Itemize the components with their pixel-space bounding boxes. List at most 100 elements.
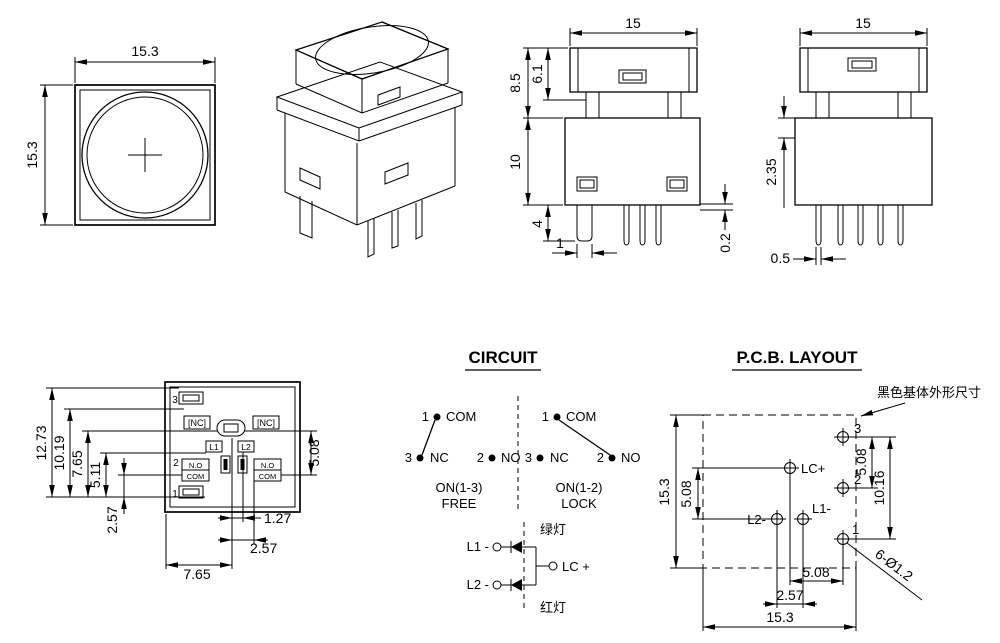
pcb-dim-15-3-bottom: 15.3	[766, 609, 793, 625]
button-front-circle	[81, 91, 209, 219]
pcb-dim-10-16: 10.16	[871, 470, 887, 505]
pcb-body-outline	[702, 414, 857, 569]
pcb-pad-1: 1	[834, 522, 859, 548]
pcb-pad-lc: LC+	[781, 459, 825, 477]
front-dim-width: 15.3	[131, 43, 158, 59]
lock-com: COM	[566, 409, 596, 424]
free-pin1: 1	[422, 409, 429, 424]
pcb-dim-2-57: 2.57	[776, 587, 803, 603]
side-b-keycap	[799, 47, 928, 93]
terminal-pin1: 1	[172, 485, 204, 500]
side-view-b: 15 2.35	[763, 15, 933, 266]
button-front-inner-frame	[79, 89, 211, 221]
circuit-section: CIRCUIT 1 COM 3 NC 2 NO ON(1-3) FREE 1 C…	[405, 348, 641, 615]
no-right-label: N.O	[261, 461, 275, 470]
nc-left-label: [NC]	[188, 418, 206, 428]
pcb-dim-5-08-left: 5.08	[678, 480, 694, 507]
side-a-dimensions-left: 8.5 6.1 10 4	[507, 47, 586, 242]
free-nc: NC	[430, 450, 449, 465]
terminal-pin3: 3	[172, 391, 204, 406]
circuit-title: CIRCUIT	[469, 348, 539, 367]
dim-1-27: 1.27	[264, 510, 291, 526]
side-view-a: 15	[507, 15, 733, 258]
com-left-label: COM	[187, 472, 205, 481]
pad2-number: 2	[854, 472, 861, 487]
l1-pad-label: L1-	[812, 501, 831, 516]
led-red-diode	[511, 579, 522, 591]
green-lamp-label: 绿灯	[540, 522, 566, 537]
side-a-dim-0-2: 0.2	[717, 233, 733, 253]
side-b-dim-0-5: 0.5	[771, 250, 791, 266]
front-view-dimensions: 15.3 15.3	[24, 43, 216, 226]
side-a-keycap	[569, 47, 698, 93]
pins-3d	[299, 196, 423, 258]
led-green-diode	[511, 541, 522, 553]
free-state: FREE	[442, 496, 477, 511]
no-left-label: N.O	[189, 461, 203, 470]
lock-mode: ON(1-2)	[556, 480, 603, 495]
led-lc-label: LC +	[562, 559, 590, 574]
circuit-free: 1 COM 3 NC 2 NO ON(1-3) FREE	[405, 409, 521, 511]
side-a-dim-pin-offset: 1	[552, 235, 617, 258]
lock-pin1: 1	[542, 409, 549, 424]
free-com: COM	[446, 409, 476, 424]
lock-pin3: 3	[525, 450, 532, 465]
no-com-terminal-right: N.O COM	[253, 458, 282, 482]
lock-nc: NC	[550, 450, 569, 465]
free-pin2: 2	[477, 450, 484, 465]
l1-terminal: L1	[205, 440, 223, 453]
l2-label: L2	[241, 442, 251, 452]
nc-terminal-left: [NC]	[183, 415, 211, 430]
dim-2-57-left: 2.57	[104, 506, 120, 533]
side-a-pins	[576, 205, 662, 246]
center-cross	[128, 138, 162, 172]
pcb-layout-section: P.C.B. LAYOUT 黑色基体外形尺寸 3 2 1 LC+	[656, 348, 981, 631]
pcb-dimensions-bottom: 5.08 2.57 15.3	[702, 477, 857, 631]
pcb-dimensions-right: 5.08 10.16	[852, 436, 896, 540]
free-pin3: 3	[405, 450, 412, 465]
side-a-dim-width: 15	[625, 15, 641, 31]
pcb-pad-2: 2	[834, 472, 861, 497]
no-com-terminal-left: N.O COM	[181, 458, 210, 482]
button-front-outline	[74, 84, 216, 226]
side-b-neck	[815, 92, 912, 118]
button-front-circle-inner	[86, 96, 204, 214]
lock-pin2: 2	[597, 450, 604, 465]
side-b-dim-top: 15	[799, 15, 928, 46]
side-a-dim-1: 1	[556, 235, 564, 251]
lc-pad-label: LC+	[801, 461, 825, 476]
pad1-number: 1	[852, 522, 859, 537]
led-l2-label: L2 -	[467, 577, 489, 592]
front-dim-height: 15.3	[24, 141, 40, 168]
dim-5-08: 5.08	[306, 439, 322, 466]
bottom-view-dimensions-bottom: 1.27 2.57 7.65	[165, 438, 291, 582]
pcb-pad-l1: L1-	[794, 501, 831, 528]
side-a-dim-6-1: 6.1	[529, 64, 545, 84]
pcb-dim-5-08-bottom: 5.08	[802, 564, 829, 580]
pin3-number: 3	[172, 395, 178, 406]
free-mode: ON(1-3)	[436, 480, 483, 495]
dim-2-57-bottom: 2.57	[250, 540, 277, 556]
bottom-view-dimension-right: 5.08	[245, 430, 322, 476]
circuit-lock: 1 COM 3 NC 2 NO ON(1-2) LOCK	[525, 409, 641, 511]
pcb-hole-callout: 6-Ø1.2	[846, 542, 923, 601]
side-a-body-slots	[576, 176, 688, 192]
side-a-neck	[585, 92, 682, 118]
keycap-circle	[315, 25, 429, 75]
side-a-dim-4: 4	[529, 220, 545, 228]
lock-state: LOCK	[561, 496, 597, 511]
l2-terminal: L2	[237, 440, 255, 453]
pcb-pad-3: 3	[834, 421, 861, 446]
lock-no: NO	[621, 450, 641, 465]
side-b-cap-window	[847, 57, 877, 72]
pcb-dim-5-08-right: 5.08	[853, 448, 869, 475]
led-circuit: L1 - L2 - LC + 绿灯 红灯	[467, 522, 590, 615]
keycap-sides	[295, 49, 449, 114]
front-view: 15.3 15.3	[24, 43, 216, 226]
pcb-title: P.C.B. LAYOUT	[737, 348, 859, 367]
flange	[275, 61, 464, 142]
side-a-dim-pin-gap: 0.2	[700, 184, 733, 253]
side-a-cap-window	[618, 69, 647, 84]
